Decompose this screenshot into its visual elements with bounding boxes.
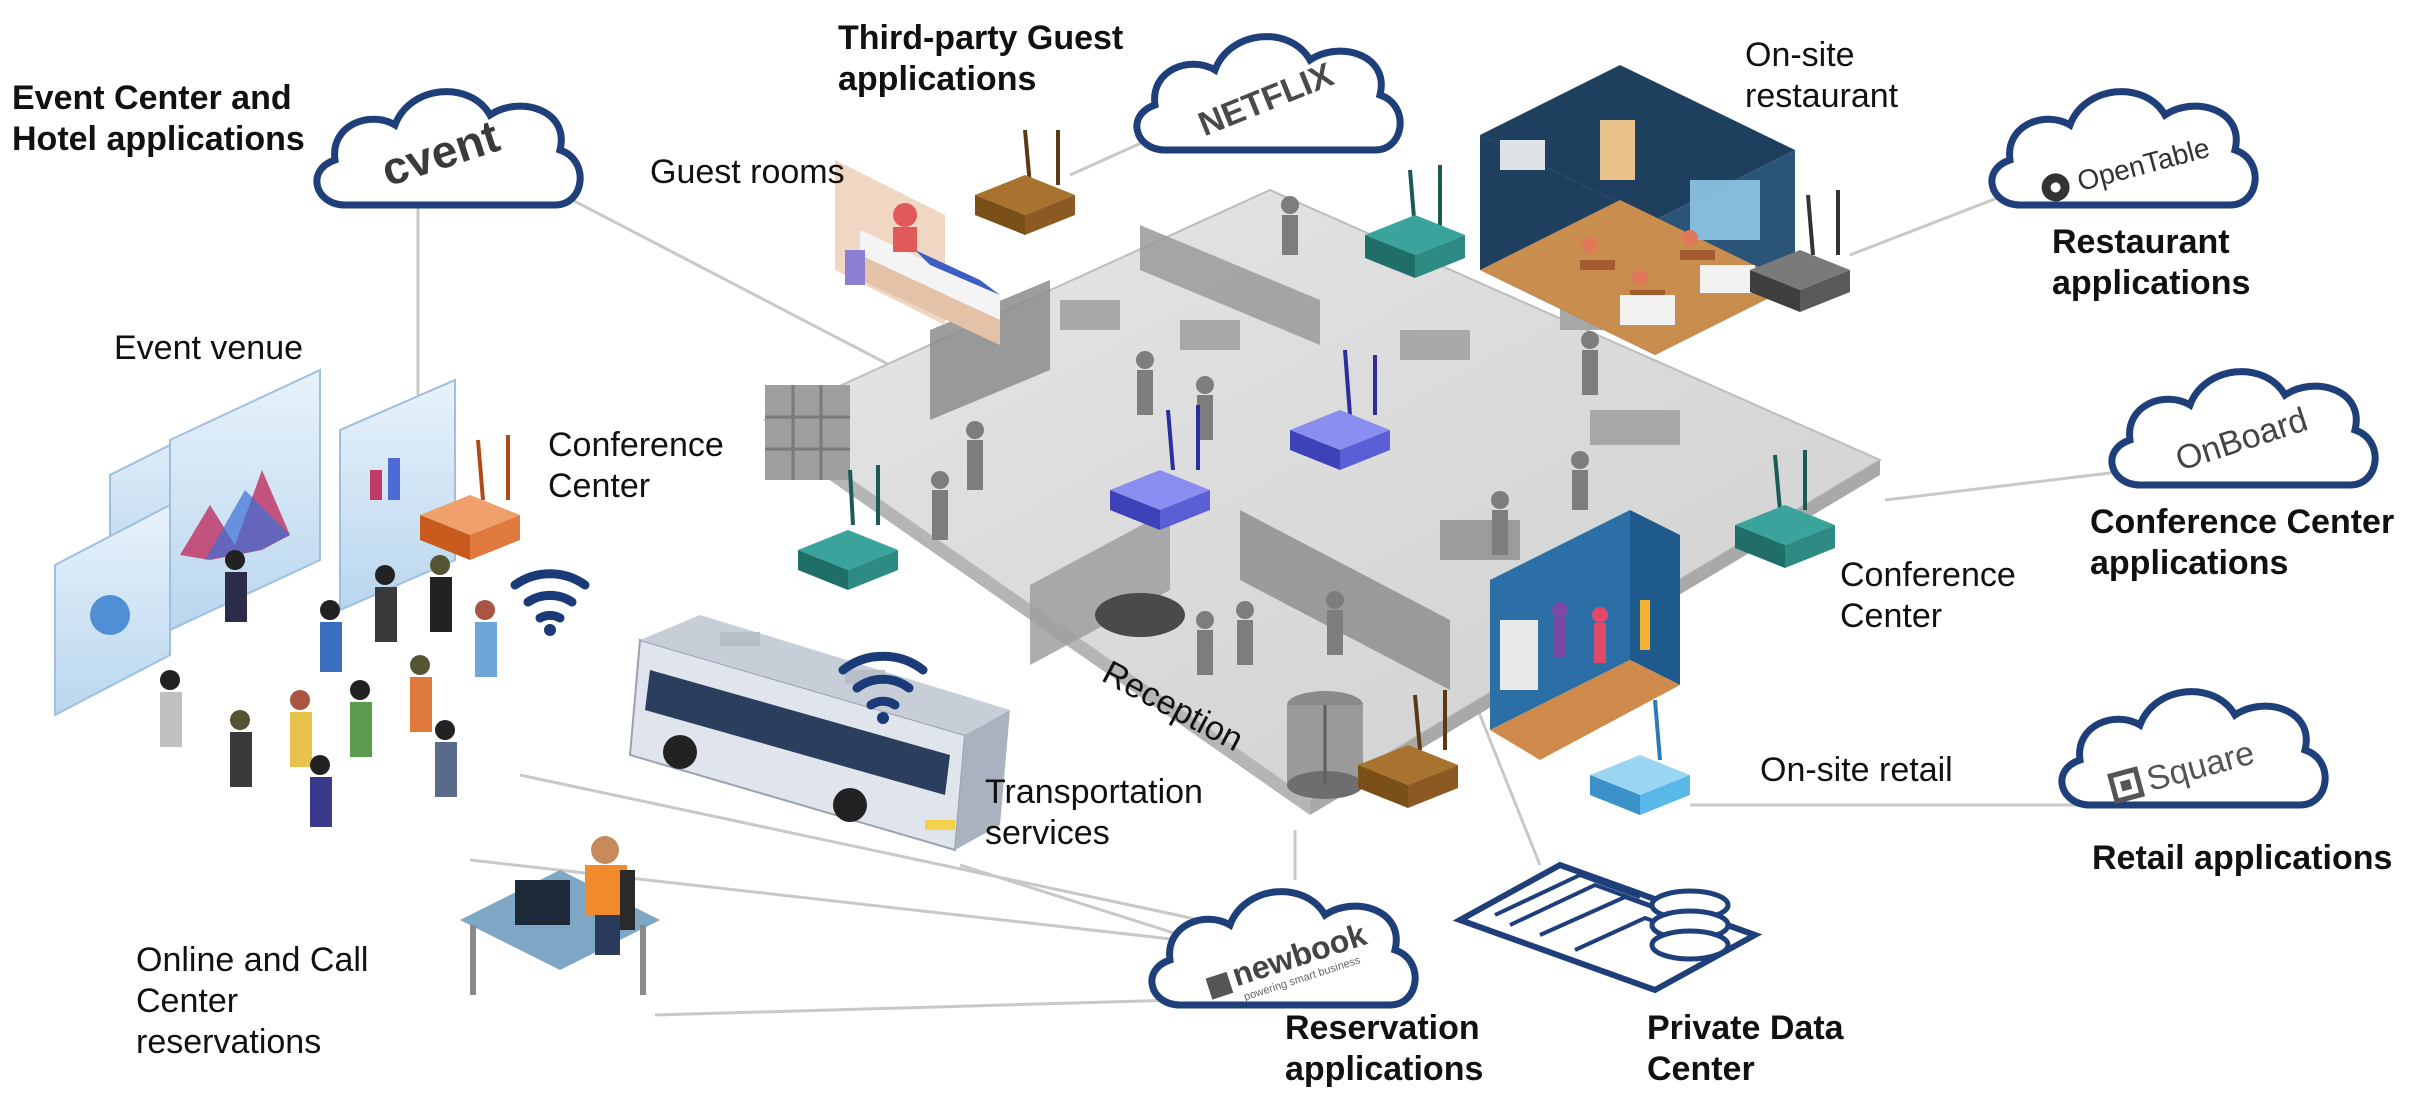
label-online-call-center: Online and Call Center reservations xyxy=(136,940,368,1062)
link-callcenter-newbook-b xyxy=(654,998,1181,1017)
label-line: applications xyxy=(2052,263,2251,302)
label-line: restaurant xyxy=(1745,76,1899,115)
link-opentable-restaurant xyxy=(1849,193,2006,257)
label-line: Online and Call xyxy=(136,941,369,979)
label-line: Center xyxy=(1840,596,1943,635)
guest-room-illustration xyxy=(835,160,1000,345)
label-line: Conference Center xyxy=(2090,503,2395,541)
link-bus-newbook xyxy=(959,863,1181,937)
label-line: Private Data xyxy=(1647,1009,1844,1047)
label-line: applications xyxy=(1285,1049,1484,1088)
label-conference-center-left: Conference Center xyxy=(548,425,724,507)
label-line: Event Center and xyxy=(12,79,292,117)
label-reservation-apps: Reservation applications xyxy=(1285,1008,1483,1090)
label-conference-center-apps: Conference Center applications xyxy=(2090,502,2394,584)
revolving-door xyxy=(1287,691,1363,799)
opentable-cloud: OpenTable xyxy=(1988,88,2259,209)
wifi-icon xyxy=(838,651,928,724)
newbook-logo-icon xyxy=(1205,971,1234,1000)
router-icon xyxy=(1735,450,1835,568)
retail-room-illustration xyxy=(1490,510,1680,760)
router-icon xyxy=(420,435,520,560)
square-cloud: Square xyxy=(2058,688,2329,809)
router-icon xyxy=(1358,690,1458,808)
router-icon xyxy=(1750,190,1850,312)
label-line: Third-party Guest xyxy=(838,19,1124,57)
label-private-data-center: Private Data Center xyxy=(1647,1008,1844,1090)
label-guest-rooms: Guest rooms xyxy=(650,153,845,191)
bookshelf-icon xyxy=(765,385,850,480)
label-line: Restaurant xyxy=(2052,223,2230,261)
label-line: Reservation xyxy=(1285,1009,1480,1047)
label-restaurant-apps: Restaurant applications xyxy=(2052,222,2250,304)
label-line: Conference xyxy=(548,426,724,464)
square-logo-icon xyxy=(2107,766,2146,805)
router-icon xyxy=(1110,405,1210,530)
cvent-cloud: cvent xyxy=(313,88,584,209)
label-on-site-retail: On-site retail xyxy=(1760,751,1953,789)
netflix-cloud: NETFLIX xyxy=(1133,33,1404,154)
label-line: applications xyxy=(838,59,1037,98)
link-venue-newbook xyxy=(519,773,1201,922)
label-line: Center xyxy=(1647,1049,1755,1088)
label-third-party-guest-apps: Third-party Guest applications xyxy=(838,18,1123,100)
label-line: Center xyxy=(136,981,239,1020)
label-line: On-site xyxy=(1745,36,1855,74)
wifi-icon xyxy=(510,569,590,636)
label-event-center-apps: Event Center and Hotel applications xyxy=(12,78,305,160)
event-venue-illustration xyxy=(54,368,497,827)
link-onboard-conference xyxy=(1884,468,2136,502)
restaurant-room-illustration xyxy=(1480,65,1795,355)
router-icon xyxy=(1365,165,1465,278)
onboard-cloud: OnBoard xyxy=(2108,368,2379,489)
label-conference-center-right: Conference Center xyxy=(1840,555,2016,637)
label-transportation-services: Transportation services xyxy=(985,772,1203,854)
router-icon xyxy=(1590,699,1690,815)
label-line: Conference xyxy=(1840,556,2016,594)
label-line: Hotel applications xyxy=(12,119,305,158)
reception-desk xyxy=(1095,593,1185,637)
bus-illustration xyxy=(628,615,1010,852)
label-retail-apps: Retail applications xyxy=(2092,839,2393,877)
event-crowd xyxy=(160,550,497,827)
call-center-illustration xyxy=(460,836,660,995)
label-event-venue: Event venue xyxy=(114,329,304,367)
label-line: Center xyxy=(548,466,651,505)
private-data-center-icon xyxy=(1452,861,1763,994)
label-line: Transportation xyxy=(985,773,1203,811)
label-line: services xyxy=(985,813,1110,852)
label-line: reservations xyxy=(136,1022,322,1061)
router-icon xyxy=(798,465,898,590)
newbook-cloud: newbook powering smart business xyxy=(1148,888,1419,1009)
label-line: applications xyxy=(2090,543,2289,582)
label-on-site-restaurant: On-site restaurant xyxy=(1745,35,1898,117)
router-icon xyxy=(975,129,1075,235)
router-icon xyxy=(1290,349,1390,470)
